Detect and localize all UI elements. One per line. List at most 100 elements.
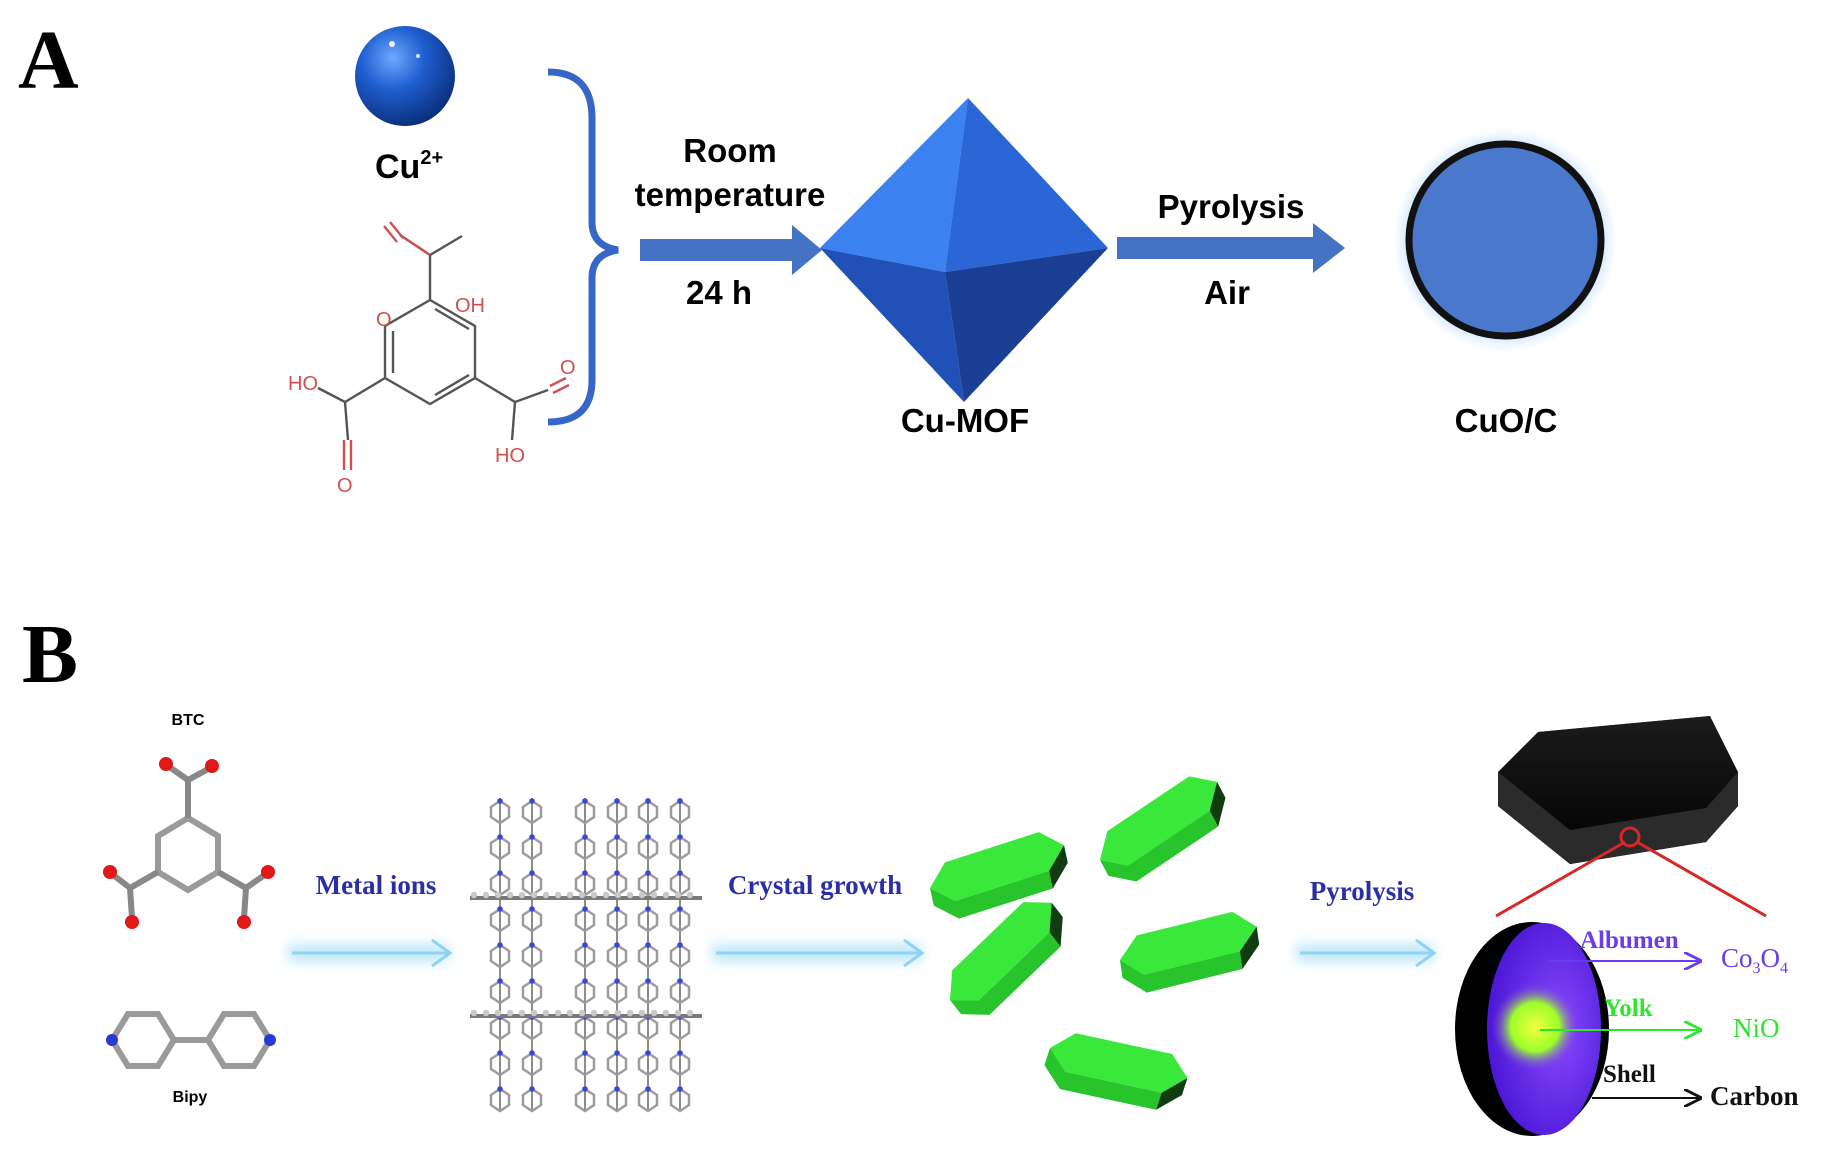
framework-nitrogen xyxy=(614,870,620,876)
framework-nitrogen xyxy=(614,978,620,984)
framework-nitrogen xyxy=(614,798,620,804)
framework-nitrogen xyxy=(582,834,588,840)
step-pyrolysis: Pyrolysis xyxy=(1310,876,1415,906)
framework-ring xyxy=(669,907,691,933)
framework-node xyxy=(554,891,562,899)
cu-mof-label: Cu-MOF xyxy=(901,402,1029,439)
framework-node xyxy=(554,1009,562,1017)
framework-ring xyxy=(606,907,628,933)
crystal-end-face xyxy=(1209,781,1226,827)
panel-b: B BTC Bipy xyxy=(22,608,1799,1136)
framework-node xyxy=(506,1009,514,1017)
framework-nitrogen xyxy=(645,1050,651,1056)
framework-ring xyxy=(574,1051,596,1077)
cu-ion-sphere xyxy=(355,26,455,126)
crystal-end-face xyxy=(1049,902,1063,947)
cuo-c-particle xyxy=(1405,140,1605,340)
step2-condition: Pyrolysis xyxy=(1158,188,1305,225)
step1-condition-line2: temperature xyxy=(635,176,826,213)
framework-node xyxy=(566,891,574,899)
framework-ring xyxy=(489,1015,511,1041)
framework-nitrogen xyxy=(497,1086,503,1092)
framework-node xyxy=(506,891,514,899)
framework-ring xyxy=(489,1087,511,1113)
framework-nitrogen xyxy=(645,870,651,876)
framework-node xyxy=(494,891,502,899)
framework-node xyxy=(518,891,526,899)
ligand-oh-top: OH xyxy=(455,295,485,317)
framework-nitrogen xyxy=(497,870,503,876)
crystal-top-face xyxy=(1050,1033,1188,1093)
ligand-o-top: O xyxy=(376,309,392,331)
framework-ring xyxy=(574,979,596,1005)
crystal-side-face xyxy=(1100,810,1219,882)
green-crystal xyxy=(950,902,1063,1015)
framework-node xyxy=(602,1009,610,1017)
crystal-side-face xyxy=(1120,951,1243,993)
combination-brace xyxy=(547,68,619,426)
framework-nitrogen xyxy=(529,978,535,984)
framework-ring xyxy=(489,835,511,861)
albumen-label: Albumen xyxy=(1580,927,1679,954)
framework-node xyxy=(662,891,670,899)
framework-nitrogen xyxy=(645,906,651,912)
framework-ring xyxy=(669,943,691,969)
yolk-product: NiO xyxy=(1733,1013,1780,1043)
framework-nitrogen xyxy=(677,942,683,948)
framework-nitrogen xyxy=(614,834,620,840)
framework-nitrogen xyxy=(614,942,620,948)
framework-ring xyxy=(489,1051,511,1077)
green-crystal xyxy=(1100,776,1226,882)
framework-nitrogen xyxy=(529,798,535,804)
framework-ring xyxy=(521,943,543,969)
framework-nitrogen xyxy=(582,1086,588,1092)
framework-ring xyxy=(606,979,628,1005)
framework-ring xyxy=(606,1087,628,1113)
framework-nitrogen xyxy=(497,1050,503,1056)
framework-ring xyxy=(606,1051,628,1077)
framework-nitrogen xyxy=(677,870,683,876)
framework-ring xyxy=(669,799,691,825)
framework-nitrogen xyxy=(497,798,503,804)
framework-nitrogen xyxy=(582,1050,588,1056)
crystal-side-face xyxy=(950,932,1061,1015)
framework-node xyxy=(590,891,598,899)
framework-ring xyxy=(489,907,511,933)
framework-ring xyxy=(606,943,628,969)
framework-node xyxy=(542,1009,550,1017)
glow-arrow-1 xyxy=(288,938,453,968)
zoom-marker xyxy=(1619,826,1641,848)
framework-nitrogen xyxy=(582,798,588,804)
framework-ring xyxy=(637,907,659,933)
framework-nitrogen xyxy=(497,906,503,912)
framework-ring xyxy=(574,1087,596,1113)
framework-node xyxy=(614,891,622,899)
framework-node xyxy=(530,891,538,899)
framework-nitrogen xyxy=(582,942,588,948)
framework-ring xyxy=(637,1051,659,1077)
ligand-o-right: O xyxy=(560,357,576,379)
framework-node xyxy=(638,891,646,899)
ligand-ho-bottom: HO xyxy=(495,445,525,467)
framework-node xyxy=(686,1009,694,1017)
shell-label: Shell xyxy=(1603,1061,1656,1088)
step1-time: 24 h xyxy=(686,274,752,311)
framework-nitrogen xyxy=(614,906,620,912)
framework-nitrogen xyxy=(645,978,651,984)
framework-ring xyxy=(606,1015,628,1041)
framework-ring xyxy=(637,1015,659,1041)
framework-nitrogen xyxy=(677,798,683,804)
framework-ring xyxy=(521,979,543,1005)
green-crystal xyxy=(1044,1033,1188,1110)
framework-nitrogen xyxy=(614,1050,620,1056)
framework-ring xyxy=(606,835,628,861)
crystal-end-face xyxy=(1049,845,1068,889)
bipy-nitrogen-atom xyxy=(106,1034,118,1046)
framework-ring xyxy=(574,907,596,933)
crystal-side-face xyxy=(1044,1048,1162,1110)
framework-nitrogen xyxy=(529,1086,535,1092)
framework-node xyxy=(650,1009,658,1017)
framework-ring xyxy=(574,943,596,969)
framework-nitrogen xyxy=(582,906,588,912)
